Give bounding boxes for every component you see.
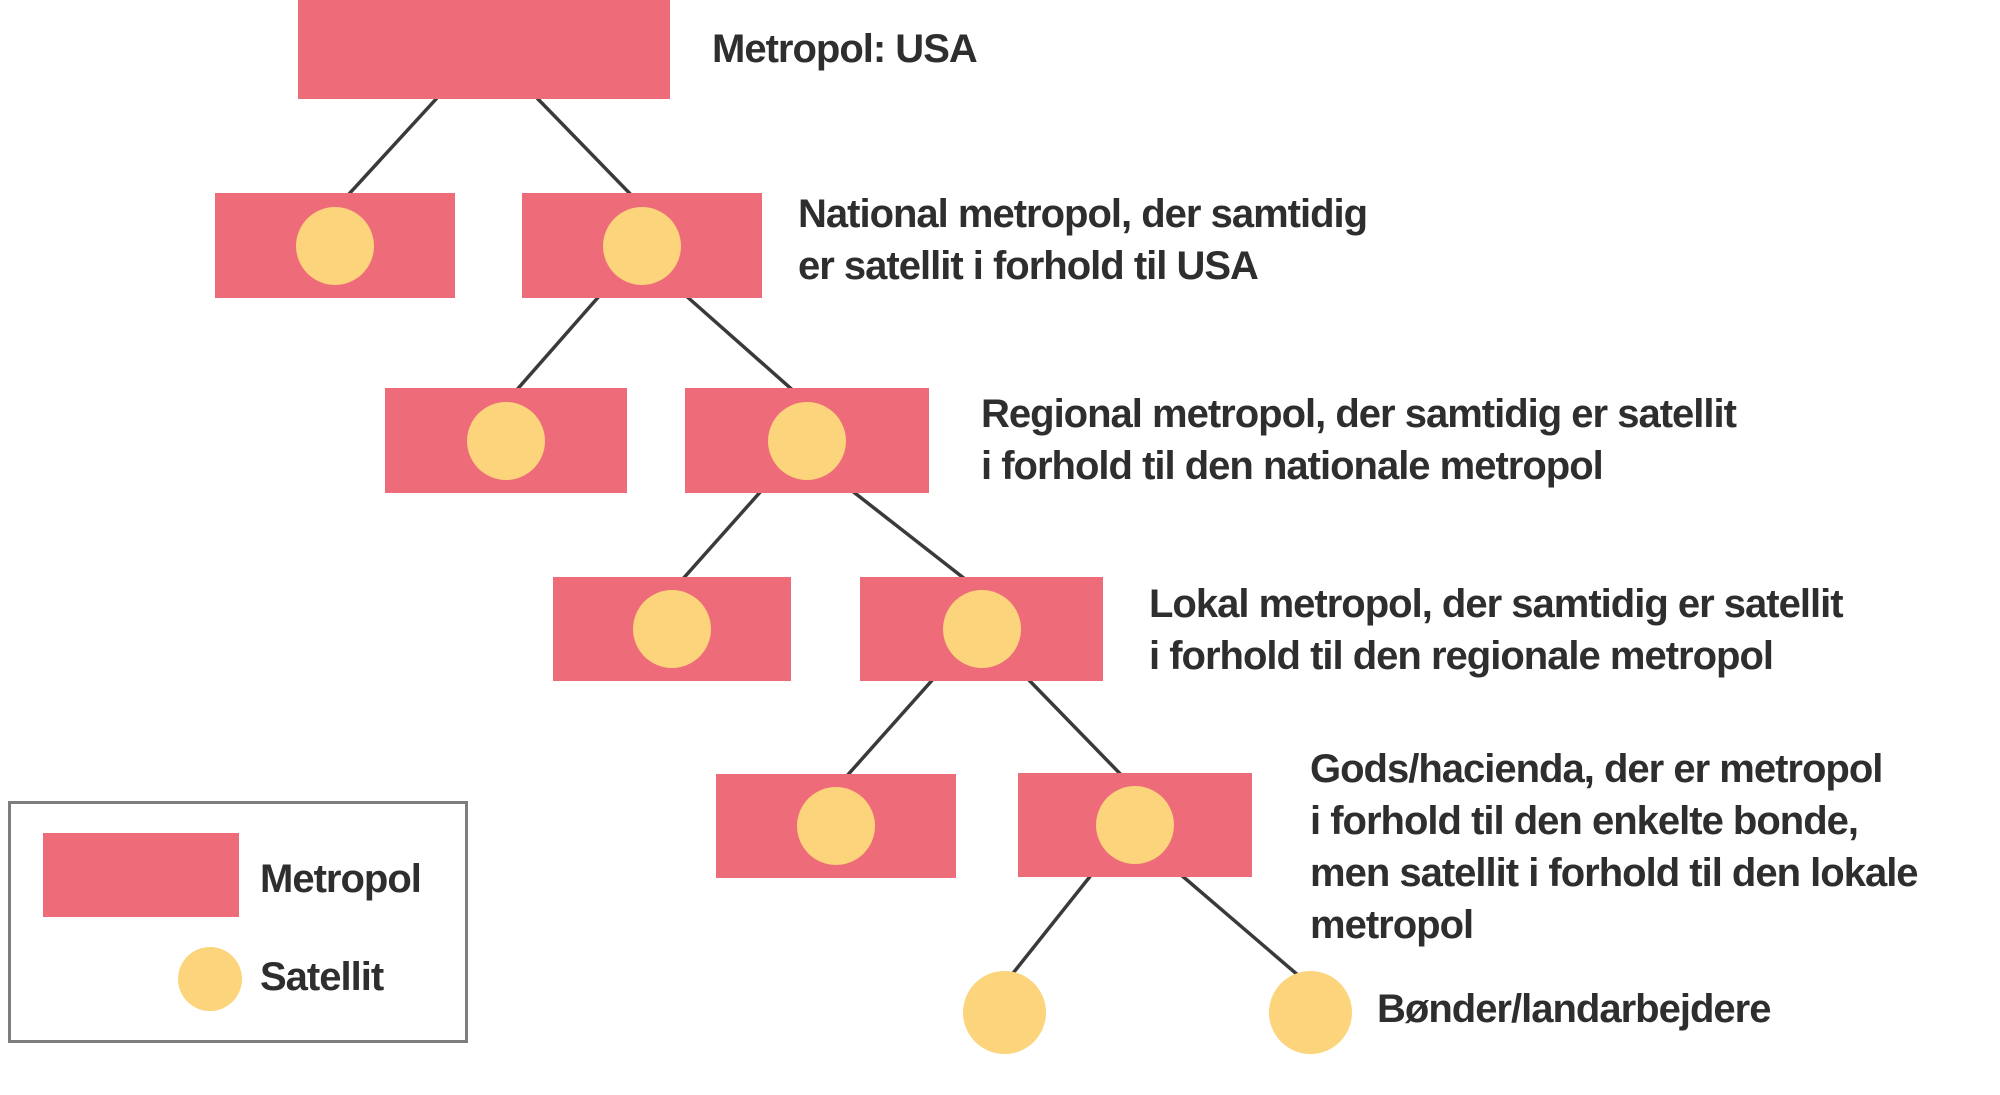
metropol-node-usa bbox=[298, 0, 670, 99]
connector-line bbox=[336, 96, 439, 208]
label-gods-hacienda: Gods/hacienda, der er metropol i forhold… bbox=[1310, 747, 1919, 947]
satellit-dot bbox=[1096, 786, 1174, 864]
metropol-node-national-right bbox=[522, 193, 762, 298]
connector-line bbox=[1178, 872, 1308, 984]
connector-line bbox=[682, 292, 807, 403]
label-lokal-metropol: Lokal metropol, der samtidig er satellit… bbox=[1149, 582, 1844, 678]
label-bonder: Bønder/landarbejdere bbox=[1377, 987, 1771, 1031]
satellit-dot bbox=[296, 206, 374, 285]
label-regional-metropol: Regional metropol, der samtidig er satel… bbox=[981, 392, 1737, 488]
metropol-node-lokal-right bbox=[860, 577, 1103, 681]
connector-line bbox=[1024, 675, 1135, 789]
connector-line bbox=[505, 292, 603, 403]
satellit-dot bbox=[942, 590, 1021, 668]
satellit-dot bbox=[768, 401, 846, 480]
connector-lines-group bbox=[336, 96, 1308, 984]
metropol-node-lokal-left bbox=[553, 577, 791, 681]
legend-satellit-label: Satellit bbox=[260, 955, 384, 999]
metropol-node-gods-left bbox=[716, 774, 956, 878]
label-national-metropol: National metropol, der samtidig er satel… bbox=[798, 192, 1368, 288]
metropol-node-regional-left bbox=[385, 388, 627, 493]
satellit-dot bbox=[603, 206, 681, 285]
connector-line bbox=[535, 96, 644, 208]
satellit-dot bbox=[797, 787, 875, 865]
metropol-node-regional-right bbox=[685, 388, 929, 493]
metropol-node-gods-right bbox=[1018, 773, 1252, 877]
metropol-node-national-left bbox=[215, 193, 455, 298]
legend-metropol-label: Metropol bbox=[260, 857, 422, 901]
legend-satellit-swatch bbox=[178, 947, 242, 1011]
satellit-node-bonde-right bbox=[1269, 971, 1352, 1054]
connector-line bbox=[671, 488, 764, 592]
satellit-dot bbox=[633, 590, 711, 668]
label-metropol-usa: Metropol: USA bbox=[712, 27, 978, 71]
legend-metropol-swatch bbox=[43, 833, 239, 917]
connector-line bbox=[1004, 872, 1094, 984]
satellit-dot bbox=[467, 401, 545, 480]
connector-line bbox=[835, 675, 937, 789]
connector-line bbox=[849, 488, 981, 592]
satellit-node-bonde-left bbox=[963, 971, 1046, 1054]
legend: Metropol Satellit bbox=[8, 801, 468, 1043]
